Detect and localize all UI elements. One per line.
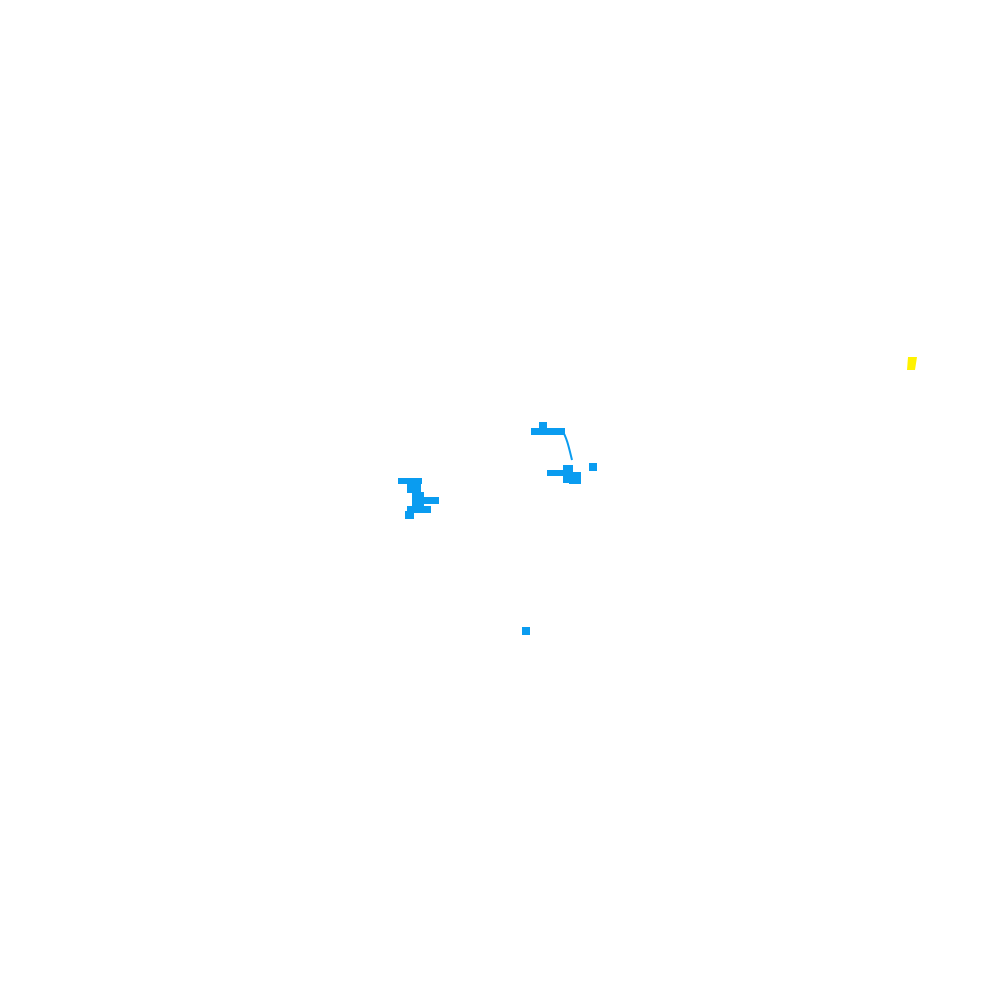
center-cluster-pixel (531, 428, 565, 435)
left-cluster-pixel (420, 497, 439, 504)
yellow-dot-pixel (907, 357, 917, 370)
center-cluster-pixel (547, 470, 571, 476)
lower-dot-pixel (522, 627, 530, 635)
left-blue-cluster (398, 478, 439, 519)
lower-blue-dot (522, 627, 530, 635)
center-cluster-stroke (561, 429, 573, 461)
left-cluster-pixel (398, 478, 422, 484)
right-yellow-dot (907, 357, 917, 370)
left-cluster-pixel (407, 483, 421, 493)
left-cluster-pixel (407, 506, 431, 513)
left-cluster-pixel (412, 492, 424, 510)
center-blue-cluster (531, 422, 597, 484)
center-cluster-pixel (563, 465, 573, 483)
center-cluster-pixel (589, 463, 597, 471)
center-cluster-pixel (539, 422, 547, 429)
left-cluster-pixel (405, 511, 414, 519)
center-cluster-pixel (569, 472, 581, 484)
